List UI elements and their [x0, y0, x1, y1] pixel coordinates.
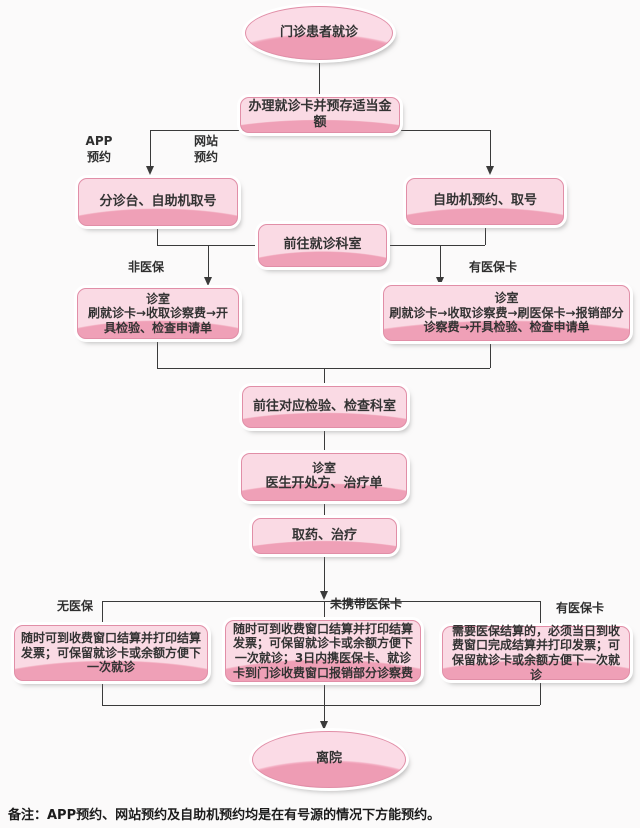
- node-triage: 分诊台、自助机取号: [78, 178, 238, 226]
- connector-triage-godept: [157, 245, 258, 246]
- node-room-mid-title: 诊室: [311, 461, 336, 476]
- node-pay-right-label: 需要医保结算的，必须当日到收费窗口完成结算并打印发票；可保留就诊卡或余额方便下一…: [451, 623, 620, 682]
- node-room-right-title: 诊室: [494, 291, 519, 306]
- node-room-mid-body: 医生开处方、治疗单: [265, 476, 383, 492]
- node-go-lab: 前往对应检验、检查科室: [242, 386, 407, 428]
- node-pharmacy-label: 取药、治疗: [291, 527, 357, 543]
- node-room-left-body: 刷就诊卡→收取诊察费→开具检验、检查申请单: [87, 306, 229, 335]
- connector-kiosk-down: [485, 226, 486, 245]
- connector-merge-bottom: [102, 705, 540, 706]
- connector-to-golab: [324, 368, 325, 386]
- node-room-right-body: 刷就诊卡→收取诊察费→刷医保卡→报销部分诊察费→开具检验、检查申请单: [389, 305, 624, 335]
- label-branch-no-card: 未携带医保卡: [330, 597, 403, 611]
- node-go-dept: 前往就诊科室: [258, 224, 387, 267]
- node-room-right: 诊室 刷就诊卡→收取诊察费→刷医保卡→报销部分诊察费→开具检验、检查申请单: [383, 285, 630, 341]
- connector-pharmacy-down: [324, 554, 325, 592]
- node-start-label: 门诊患者就诊: [279, 24, 358, 40]
- node-register: 办理就诊卡并预存适当金额: [240, 97, 400, 133]
- connector-payleft-down: [102, 681, 103, 705]
- label-no-insurance-top: 非医保: [127, 260, 164, 274]
- node-pay-right: 需要医保结算的，必须当日到收费窗口完成结算并打印发票；可保留就诊卡或余额方便下一…: [442, 623, 630, 682]
- node-room-mid: 诊室 医生开处方、治疗单: [241, 453, 407, 501]
- node-room-left-title: 诊室: [145, 291, 170, 306]
- connector-merge-rooms: [157, 368, 490, 369]
- label-app-booking: APP 预约: [85, 134, 113, 164]
- connector-branch-split: [102, 601, 540, 602]
- arrowhead-triage: [146, 166, 154, 175]
- node-room-left: 诊室 刷就诊卡→收取诊察费→开具检验、检查申请单: [77, 288, 239, 339]
- node-go-dept-label: 前往就诊科室: [283, 237, 362, 253]
- arrowhead-end: [320, 721, 328, 730]
- footnote: 备注：APP预约、网站预约及自助机预约均是在有号源的情况下方能预约。: [8, 808, 441, 823]
- connector-godept-kiosk: [387, 245, 485, 246]
- connector-to-payleft: [102, 601, 103, 625]
- connector-triage-down: [157, 226, 158, 245]
- label-web-booking: 网站 预约: [193, 134, 218, 164]
- label-has-card-top: 有医保卡: [468, 260, 517, 274]
- arrowhead-roomleft: [204, 277, 212, 286]
- node-end: 离院: [252, 731, 406, 788]
- arrowhead-roomright: [436, 277, 444, 286]
- connector-to-roomright: [440, 245, 441, 278]
- node-pay-left: 随时可到收费窗口结算并打印结算发票；可保留就诊卡或余额方便下一次就诊: [14, 625, 208, 681]
- connector-paymid-down: [324, 682, 325, 705]
- connector-payright-down: [540, 680, 541, 705]
- connector-to-paymid: [324, 601, 325, 620]
- node-pay-mid-label: 随时可到收费窗口结算并打印结算发票；可保留就诊卡或余额方便下一次就诊；3日内携医…: [232, 621, 413, 680]
- arrowhead-kiosk: [486, 166, 494, 175]
- node-register-label: 办理就诊卡并预存适当金额: [248, 98, 392, 130]
- node-kiosk-label: 自助机预约、取号: [432, 193, 537, 209]
- connector-to-end: [324, 705, 325, 722]
- node-pharmacy: 取药、治疗: [252, 518, 397, 554]
- connector-to-roomleft: [208, 245, 209, 278]
- connector-roomright-down: [490, 343, 491, 368]
- label-branch-no-insurance: 无医保: [56, 599, 93, 613]
- connector-golab-roommid: [324, 428, 325, 453]
- connector-roommid-pharmacy: [324, 501, 325, 518]
- label-branch-has-card: 有医保卡: [555, 601, 604, 615]
- connector-to-kiosk: [490, 130, 491, 167]
- connector-to-payright: [540, 601, 541, 626]
- arrowhead-branch: [320, 591, 328, 600]
- node-triage-label: 分诊台、自助机取号: [99, 193, 217, 209]
- connector-roomleft-down: [157, 340, 158, 368]
- node-go-lab-label: 前往对应检验、检查科室: [252, 398, 396, 414]
- node-pay-mid: 随时可到收费窗口结算并打印结算发票；可保留就诊卡或余额方便下一次就诊；3日内携医…: [225, 620, 421, 682]
- node-pay-left-label: 随时可到收费窗口结算并打印结算发票；可保留就诊卡或余额方便下一次就诊: [20, 631, 201, 675]
- connector-start-register: [319, 59, 320, 97]
- connector-to-triage: [150, 130, 151, 167]
- node-start: 门诊患者就诊: [245, 6, 393, 60]
- node-kiosk: 自助机预约、取号: [406, 178, 564, 225]
- node-end-label: 离院: [315, 751, 342, 767]
